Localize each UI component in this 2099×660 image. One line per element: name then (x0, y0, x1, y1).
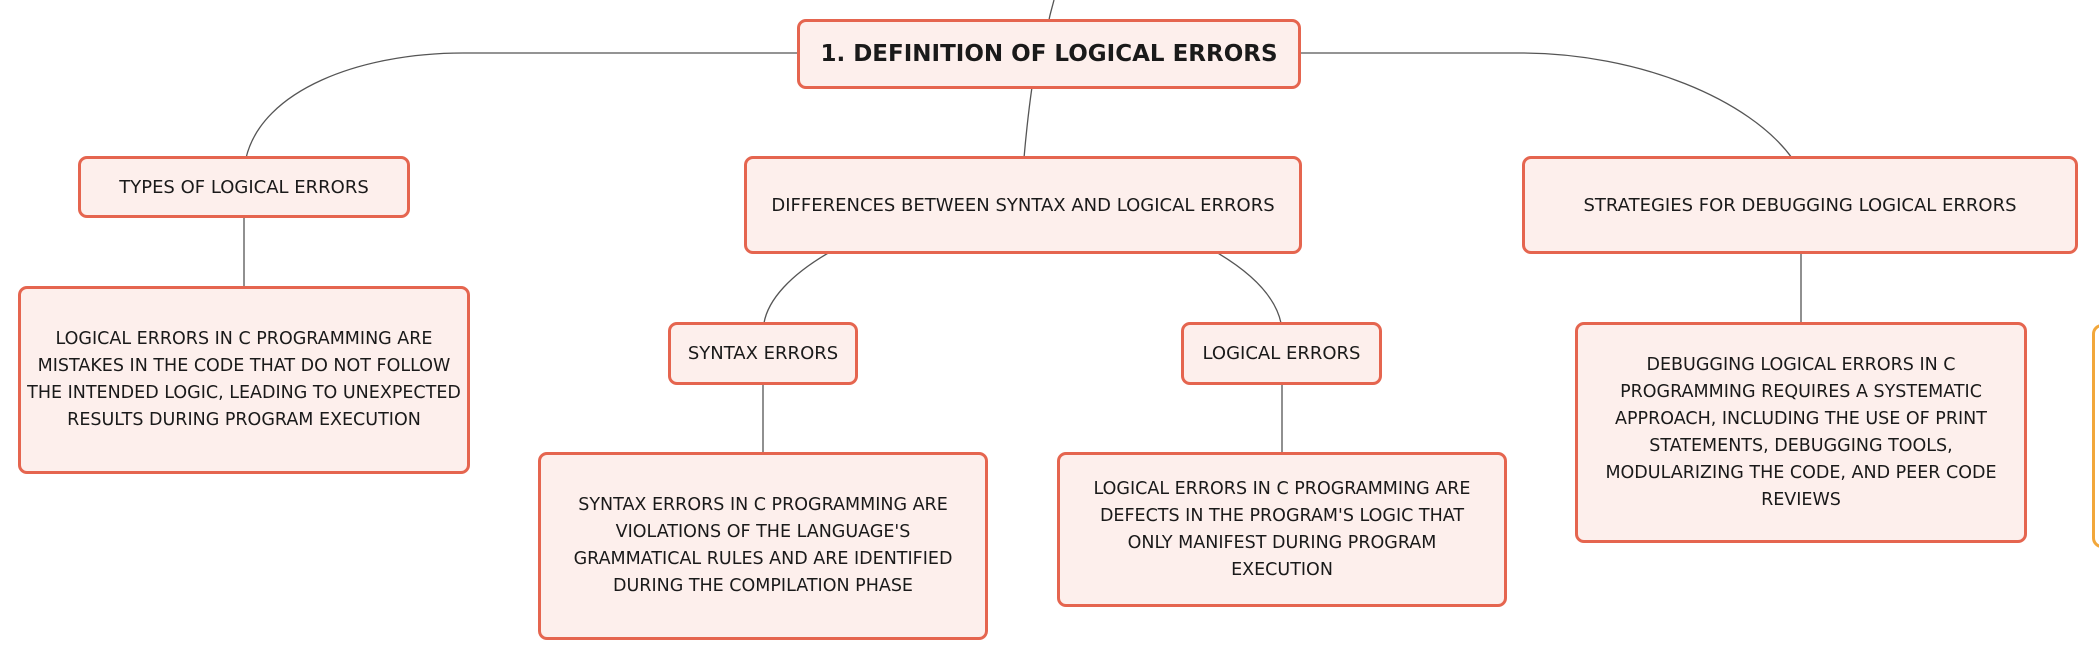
offscreen-node-edge[interactable] (2092, 324, 2099, 548)
connector-differences-to-syntax (763, 251, 831, 324)
node-logical-errors[interactable]: Logical Errors (1181, 322, 1382, 385)
node-types-of-logical-errors[interactable]: Types of Logical Errors (78, 156, 410, 218)
node-syntax-errors[interactable]: Syntax Errors (668, 322, 858, 385)
connector-differences-to-logical (1215, 251, 1282, 324)
root-node-label: 1. Definition of Logical Errors (820, 40, 1278, 67)
connector-root-to-types (245, 52, 798, 159)
node-label: Differences between Syntax and Logical E… (771, 194, 1275, 216)
connector-parent-to-root (1048, 0, 1055, 21)
node-text: Logical errors in C programming are defe… (1093, 478, 1471, 580)
node-text: Syntax errors in C programming are viola… (573, 495, 953, 596)
connector-root-to-strategies (1300, 52, 1793, 159)
node-differences[interactable]: Differences between Syntax and Logical E… (744, 156, 1302, 254)
node-text: Logical errors in C programming are mist… (27, 329, 461, 430)
node-types-description[interactable]: Logical errors in C programming are mist… (18, 286, 470, 474)
node-syntax-description[interactable]: Syntax errors in C programming are viola… (538, 452, 988, 640)
node-label: Types of Logical Errors (119, 176, 369, 198)
root-node[interactable]: 1. Definition of Logical Errors (797, 19, 1301, 89)
connector-root-to-differences (1023, 86, 1033, 159)
node-label: Strategies for Debugging Logical Errors (1583, 194, 2017, 216)
node-logical-description[interactable]: Logical errors in C programming are defe… (1057, 452, 1507, 607)
node-label: Syntax Errors (687, 343, 839, 364)
node-strategies-description[interactable]: Debugging logical errors in C programmin… (1575, 322, 2027, 543)
node-strategies[interactable]: Strategies for Debugging Logical Errors (1522, 156, 2078, 254)
node-label: Logical Errors (1202, 343, 1361, 364)
node-text: Debugging logical errors in C programmin… (1605, 354, 1997, 510)
